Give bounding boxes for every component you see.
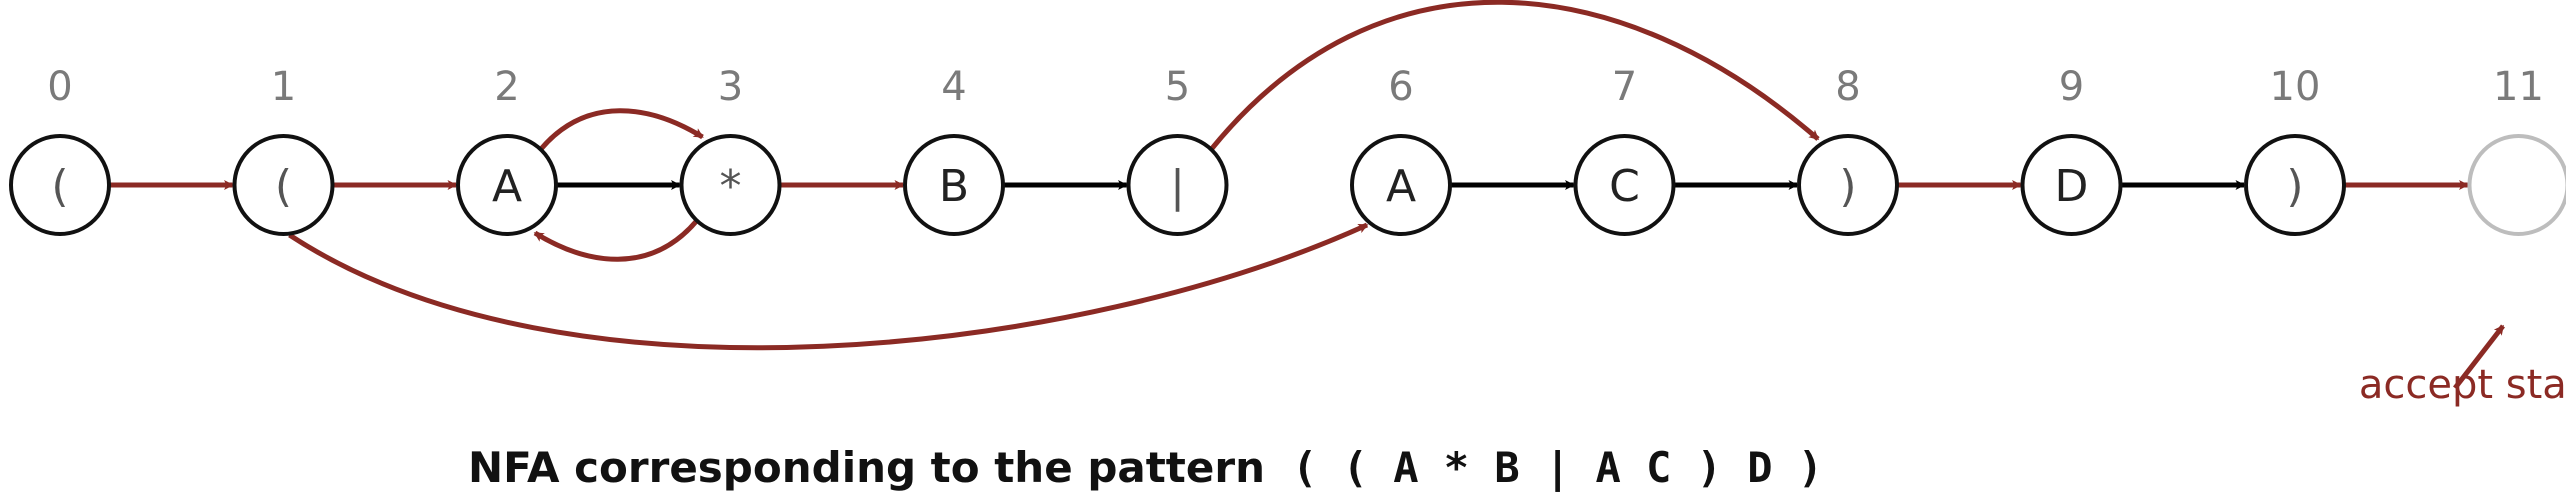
state-symbol: B [939, 161, 969, 212]
state-index: 2 [494, 64, 519, 110]
state-circle [2020, 134, 2123, 236]
caption-text: NFA corresponding to the pattern [468, 443, 1265, 492]
state-index: 6 [1388, 64, 1413, 110]
state-node-4: 4B [903, 64, 1005, 236]
state-index: 10 [2270, 64, 2321, 110]
state-circle [2244, 134, 2346, 236]
state-circle [232, 134, 335, 236]
state-circle [679, 134, 782, 236]
state-symbol: ( [275, 161, 292, 212]
edges-layer [109, 0, 2469, 351]
state-symbol: A [1386, 161, 1416, 212]
state-node-0: 0( [9, 64, 111, 236]
caption-pattern: ( ( A * B | A C ) D ) [1292, 443, 1823, 492]
state-index: 9 [2059, 64, 2084, 110]
state-circle [1350, 134, 1452, 236]
state-circle [903, 134, 1005, 236]
state-symbol: A [492, 161, 522, 212]
state-symbol: | [1170, 161, 1185, 212]
state-index: 7 [1612, 64, 1637, 110]
state-circle [456, 134, 558, 236]
state-node-11: 11 [2467, 64, 2566, 236]
state-symbol: D [2055, 161, 2089, 212]
state-symbol: ( [51, 161, 68, 212]
state-index: 4 [941, 64, 966, 110]
accept-state-arrow [2453, 324, 2505, 390]
state-node-6: 6A [1350, 64, 1452, 236]
state-node-1: 1( [232, 64, 335, 236]
epsilon-edge-1-6 [288, 222, 1369, 351]
accept-state-label: accept state [2359, 362, 2566, 408]
state-node-3: 3* [679, 64, 782, 236]
state-index: 0 [47, 64, 72, 110]
state-circle [1126, 134, 1229, 236]
state-circle [9, 134, 111, 236]
state-index: 11 [2493, 64, 2544, 110]
state-node-8: 8) [1797, 64, 1899, 236]
state-node-7: 7C [1573, 64, 1676, 236]
state-symbol: ) [2286, 161, 2303, 212]
state-symbol: ) [1839, 161, 1856, 212]
state-node-2: 2A [456, 64, 558, 236]
state-index: 5 [1165, 64, 1190, 110]
state-index: 1 [271, 64, 296, 110]
state-circle [1573, 134, 1676, 236]
epsilon-edge-5-8 [1209, 0, 1820, 151]
caption: NFA corresponding to the pattern ( ( A *… [468, 443, 1823, 492]
epsilon-edge-3-2 [533, 219, 699, 262]
epsilon-edge-2-3 [539, 108, 704, 151]
accept-state-circle [2467, 134, 2566, 236]
state-index: 3 [718, 64, 743, 110]
state-symbol: C [1609, 161, 1640, 212]
state-node-9: 9D [2020, 64, 2123, 236]
state-circle [1797, 134, 1899, 236]
state-symbol: * [720, 161, 742, 212]
state-node-5: 5| [1126, 64, 1229, 236]
state-node-10: 10) [2244, 64, 2346, 236]
state-index: 8 [1835, 64, 1860, 110]
